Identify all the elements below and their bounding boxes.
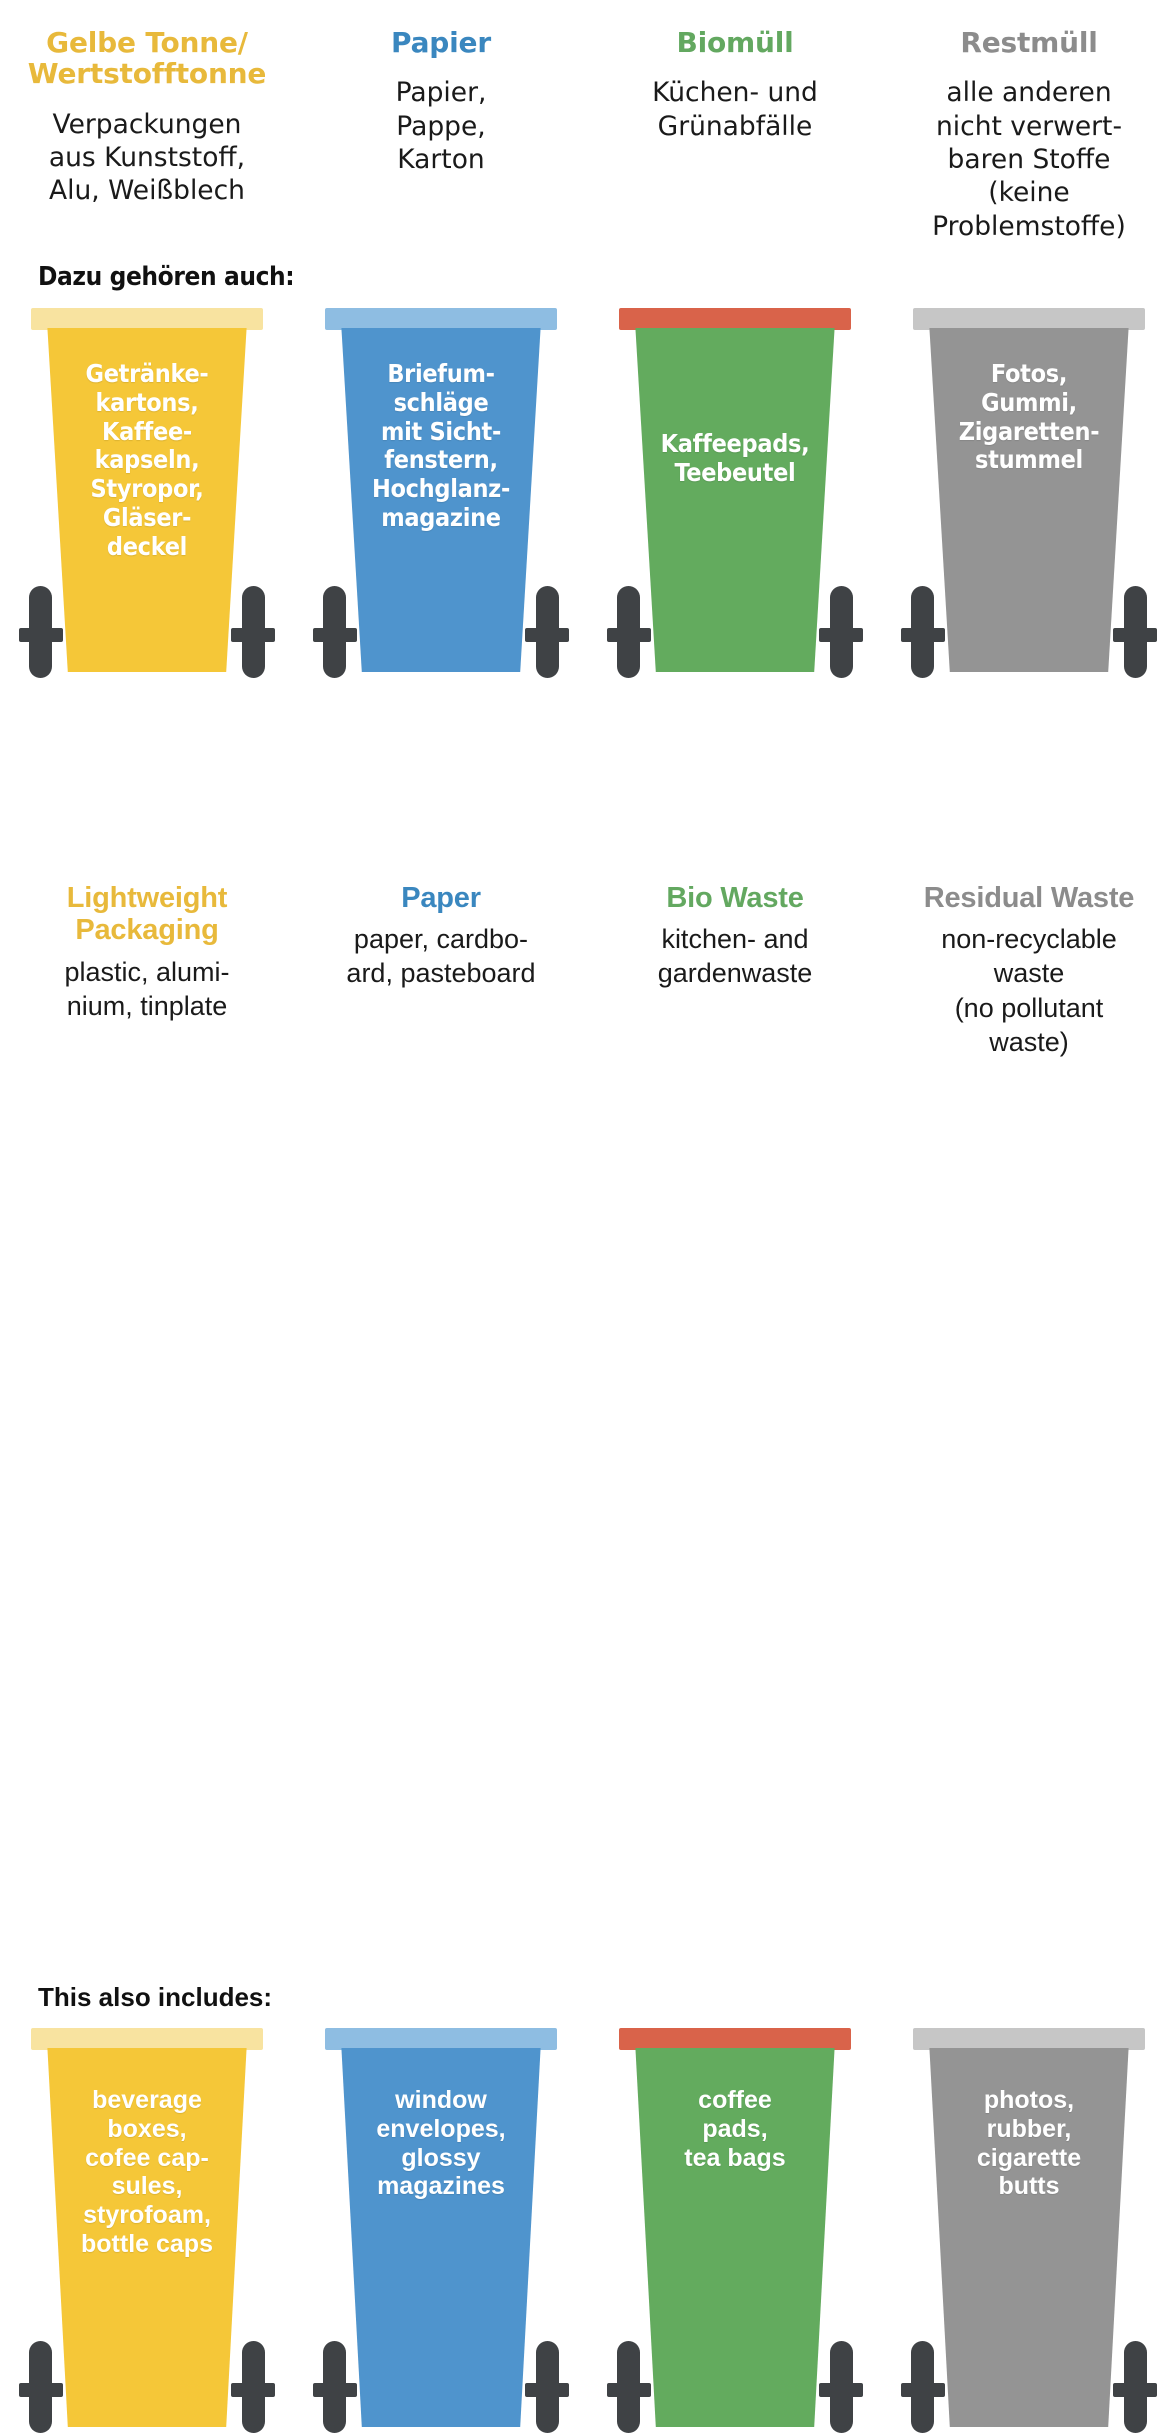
bin-axle-right-icon xyxy=(819,2383,863,2397)
category-title: Biomüll xyxy=(676,26,794,59)
bin-contents-label: window envelopes, glossy magazines xyxy=(376,2086,506,2201)
bin-axle-left-icon xyxy=(313,2383,357,2397)
waste-bin-papier: Briefum- schläge mit Sicht- fenstern, Ho… xyxy=(313,308,569,678)
category-column-residual-waste: Residual Waste non-recyclable waste (no … xyxy=(882,860,1176,1059)
also-includes-label: Dazu gehören auch: xyxy=(38,262,295,292)
bin-axle-left-icon xyxy=(607,2383,651,2397)
bin-axle-right-icon xyxy=(525,2383,569,2397)
category-column-papier: Papier Papier, Pappe, Karton xyxy=(294,0,588,243)
bin-contents-label: coffee pads, tea bags xyxy=(684,2086,786,2172)
bin-axle-left-icon xyxy=(19,628,63,642)
bin-contents-label: Fotos, Gummi, Zigaretten- stummel xyxy=(958,359,1100,475)
category-column-biomuell: Biomüll Küchen- und Grünabfälle xyxy=(588,0,882,243)
category-title: Gelbe Tonne/ Wertstofftonne xyxy=(27,26,267,91)
bin-body xyxy=(341,328,541,672)
english-waste-section: Lightweight Packaging plastic, alumi- ni… xyxy=(0,860,1176,2433)
bin-cell: Fotos, Gummi, Zigaretten- stummel xyxy=(882,308,1176,678)
category-column-bio-waste: Bio Waste kitchen- and gardenwaste xyxy=(588,860,882,1059)
bin-cell: Getränke- kartons, Kaffee- kapseln, Styr… xyxy=(0,308,294,678)
bin-cell: window envelopes, glossy magazines xyxy=(294,2028,588,2433)
german-category-headings: Gelbe Tonne/ Wertstofftonne Verpackungen… xyxy=(0,0,1176,243)
bin-cell: coffee pads, tea bags xyxy=(588,2028,882,2433)
waste-bin-biomuell: Kaffeepads, Teebeutel xyxy=(607,308,863,678)
waste-bin-restmuell: Fotos, Gummi, Zigaretten- stummel xyxy=(901,308,1157,678)
english-bins-row: beverage boxes, cofee cap- sules, styrof… xyxy=(0,2028,1176,2433)
bin-axle-left-icon xyxy=(313,628,357,642)
german-bins-row: Getränke- kartons, Kaffee- kapseln, Styr… xyxy=(0,308,1176,678)
bin-lid xyxy=(913,308,1145,330)
category-title: Lightweight Packaging xyxy=(66,882,228,947)
bin-cell: photos, rubber, cigarette butts xyxy=(882,2028,1176,2433)
bin-axle-left-icon xyxy=(901,2383,945,2397)
waste-bin-paper: window envelopes, glossy magazines xyxy=(313,2028,569,2433)
bin-contents-label: Getränke- kartons, Kaffee- kapseln, Styr… xyxy=(85,359,209,561)
bin-cell: Kaffeepads, Teebeutel xyxy=(588,308,882,678)
category-description: Papier, Pappe, Karton xyxy=(395,77,487,176)
category-description: Verpackungen aus Kunststoff, Alu, Weißbl… xyxy=(48,108,246,207)
bin-lid xyxy=(619,308,851,330)
category-description: Küchen- und Grünabfälle xyxy=(652,77,818,142)
bin-contents-label: Briefum- schläge mit Sicht- fenstern, Ho… xyxy=(371,359,511,532)
bin-axle-left-icon xyxy=(19,2383,63,2397)
bin-axle-right-icon xyxy=(231,2383,275,2397)
category-column-paper: Paper paper, cardbo- ard, pasteboard xyxy=(294,860,588,1059)
bin-body xyxy=(635,328,835,672)
category-title: Restmüll xyxy=(960,26,1098,59)
waste-bin-bio-waste: coffee pads, tea bags xyxy=(607,2028,863,2433)
category-description: non-recyclable waste (no pollutant waste… xyxy=(941,924,1117,1057)
bin-axle-right-icon xyxy=(231,628,275,642)
waste-bin-residual-waste: photos, rubber, cigarette butts xyxy=(901,2028,1157,2433)
category-column-lightweight-packaging: Lightweight Packaging plastic, alumi- ni… xyxy=(0,860,294,1059)
bin-lid xyxy=(913,2028,1145,2050)
bin-contents-label: Kaffeepads, Teebeutel xyxy=(660,429,810,487)
bin-axle-right-icon xyxy=(819,628,863,642)
bin-lid xyxy=(325,2028,557,2050)
category-title: Papier xyxy=(391,26,491,59)
bin-contents-label: photos, rubber, cigarette butts xyxy=(976,2086,1082,2201)
bin-lid xyxy=(325,308,557,330)
bin-axle-left-icon xyxy=(901,628,945,642)
category-description: paper, cardbo- ard, pasteboard xyxy=(346,924,536,989)
english-category-headings: Lightweight Packaging plastic, alumi- ni… xyxy=(0,860,1176,1059)
waste-bin-lightweight-packaging: beverage boxes, cofee cap- sules, styrof… xyxy=(19,2028,275,2433)
bin-lid xyxy=(31,2028,263,2050)
category-description: alle anderen nicht verwert- baren Stoffe… xyxy=(932,77,1126,242)
bin-body xyxy=(47,328,247,672)
bin-contents-label: beverage boxes, cofee cap- sules, styrof… xyxy=(81,2086,213,2258)
bin-lid xyxy=(31,308,263,330)
category-column-gelbe-tonne: Gelbe Tonne/ Wertstofftonne Verpackungen… xyxy=(0,0,294,243)
waste-bin-gelbe-tonne: Getränke- kartons, Kaffee- kapseln, Styr… xyxy=(19,308,275,678)
bin-axle-right-icon xyxy=(1113,2383,1157,2397)
bin-cell: Briefum- schläge mit Sicht- fenstern, Ho… xyxy=(294,308,588,678)
bin-lid xyxy=(619,2028,851,2050)
category-description: kitchen- and gardenwaste xyxy=(657,924,813,989)
category-title: Bio Waste xyxy=(666,882,804,914)
category-column-restmuell: Restmüll alle anderen nicht verwert- bar… xyxy=(882,0,1176,243)
bin-cell: beverage boxes, cofee cap- sules, styrof… xyxy=(0,2028,294,2433)
bin-body xyxy=(929,328,1129,672)
category-title: Paper xyxy=(401,882,481,914)
german-waste-section: Gelbe Tonne/ Wertstofftonne Verpackungen… xyxy=(0,0,1176,760)
category-description: plastic, alumi- nium, tinplate xyxy=(64,956,230,1021)
bin-axle-left-icon xyxy=(607,628,651,642)
category-title: Residual Waste xyxy=(923,882,1135,914)
bin-axle-right-icon xyxy=(525,628,569,642)
bin-axle-right-icon xyxy=(1113,628,1157,642)
also-includes-label: This also includes: xyxy=(38,1982,273,2012)
